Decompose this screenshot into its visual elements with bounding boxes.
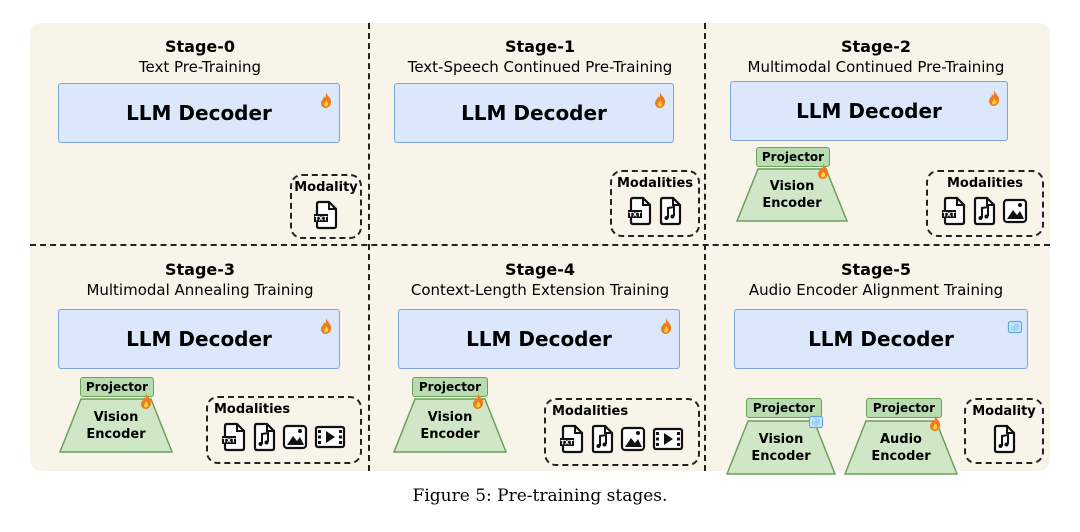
audio-file-icon <box>658 196 682 226</box>
stage-2-llm-decoder: LLM Decoder <box>730 81 1008 141</box>
image-file-icon <box>282 422 308 452</box>
stage-3-cell: Stage-3 Multimodal Annealing Training LL… <box>30 246 370 470</box>
stage-0-llm-decoder: LLM Decoder <box>58 83 340 143</box>
divider-horizontal <box>30 244 1050 246</box>
stage-2-modality-box: Modalities TXT <box>926 170 1044 237</box>
fire-icon <box>653 90 667 108</box>
stage-5-llm-decoder: LLM Decoder <box>734 309 1028 369</box>
txt-badge: TXT <box>943 212 957 219</box>
stage-4-projector: Projector <box>412 377 488 397</box>
ice-icon <box>808 414 824 432</box>
fire-icon <box>659 316 673 334</box>
modality-label: Modality <box>294 180 358 195</box>
divider-vertical-1 <box>368 23 370 471</box>
txt-file-icon: TXT <box>628 196 652 226</box>
video-file-icon <box>314 422 346 452</box>
stage-1-title: Stage-1 <box>504 37 576 56</box>
stage-5-title: Stage-5 <box>840 260 912 279</box>
stage-2-projector: Projector <box>756 147 830 167</box>
stage-2-vision-encoder: Vision Encoder <box>736 163 848 222</box>
stage-3-title: Stage-3 <box>164 260 236 279</box>
modality-label: Modalities <box>946 176 1024 191</box>
audio-file-icon <box>252 422 276 452</box>
stage-3-projector: Projector <box>80 377 154 397</box>
vision-encoder-label: Vision Encoder <box>86 409 146 442</box>
stage-4-title: Stage-4 <box>504 260 576 279</box>
fire-icon <box>987 88 1001 106</box>
stage-5-modality-box: Modality <box>964 398 1044 464</box>
stage-2-title: Stage-2 <box>840 37 912 56</box>
llm-decoder-label: LLM Decoder <box>126 101 272 125</box>
fire-icon <box>319 316 333 334</box>
pretraining-stages-panel: Stage-0 Text Pre-Training LLM Decoder Mo… <box>30 23 1050 475</box>
audio-encoder-label: Audio Encoder <box>871 431 931 464</box>
stage-1-modality-box: Modalities TXT <box>610 170 700 237</box>
stage-5-audio-encoder: Audio Encoder <box>844 415 958 475</box>
stage-2-cell: Stage-2 Multimodal Continued Pre-Trainin… <box>706 23 1046 247</box>
vision-encoder-label: Vision Encoder <box>762 179 822 211</box>
vision-encoder-label: Vision Encoder <box>751 431 811 464</box>
modality-label: Modalities <box>214 402 291 417</box>
llm-decoder-label: LLM Decoder <box>461 101 607 125</box>
stage-0-description: Text Pre-Training <box>138 58 262 76</box>
stage-4-description: Context-Length Extension Training <box>410 281 670 299</box>
stage-4-llm-decoder: LLM Decoder <box>398 309 680 369</box>
fire-icon <box>928 414 942 432</box>
stage-3-llm-decoder: LLM Decoder <box>58 309 340 369</box>
llm-decoder-label: LLM Decoder <box>808 327 954 351</box>
stage-4-modality-box: Modalities TXT <box>544 398 700 466</box>
stage-1-description: Text-Speech Continued Pre-Training <box>407 58 673 76</box>
audio-file-icon <box>992 424 1016 454</box>
stage-3-description: Multimodal Annealing Training <box>86 281 314 299</box>
stage-3-modality-box: Modalities TXT <box>206 396 362 464</box>
stage-5-vision-encoder: Vision Encoder <box>726 415 836 475</box>
llm-decoder-label: LLM Decoder <box>466 327 612 351</box>
ice-icon <box>1007 316 1023 334</box>
txt-file-icon: TXT <box>222 422 246 452</box>
modality-label: Modalities <box>552 404 629 419</box>
fire-icon <box>319 90 333 108</box>
stage-0-modality-box: Modality TXT <box>290 174 362 239</box>
stage-1-cell: Stage-1 Text-Speech Continued Pre-Traini… <box>370 23 710 247</box>
modality-label: Modality <box>972 404 1036 419</box>
stage-5-audio-projector: Projector <box>866 398 942 418</box>
fire-icon <box>816 162 830 180</box>
llm-decoder-label: LLM Decoder <box>126 327 272 351</box>
stage-5-vision-projector: Projector <box>746 398 822 418</box>
txt-badge: TXT <box>561 440 575 447</box>
audio-file-icon <box>972 196 996 226</box>
divider-vertical-2 <box>704 23 706 471</box>
txt-badge: TXT <box>629 212 643 219</box>
stage-2-description: Multimodal Continued Pre-Training <box>747 58 1005 76</box>
vision-encoder-label: Vision Encoder <box>420 409 480 442</box>
stage-0-title: Stage-0 <box>164 37 236 56</box>
fire-icon <box>139 392 153 410</box>
txt-file-icon: TXT <box>942 196 966 226</box>
image-file-icon <box>620 424 646 454</box>
video-file-icon <box>652 424 684 454</box>
stage-5-description: Audio Encoder Alignment Training <box>748 281 1004 299</box>
modality-label: Modalities <box>616 176 694 191</box>
figure-caption: Figure 5: Pre-training stages. <box>412 486 668 506</box>
txt-file-icon: TXT <box>560 424 584 454</box>
fire-icon <box>471 392 485 410</box>
stage-5-cell: Stage-5 Audio Encoder Alignment Training… <box>706 246 1046 475</box>
stage-4-vision-encoder: Vision Encoder <box>393 393 507 453</box>
llm-decoder-label: LLM Decoder <box>796 99 942 123</box>
image-file-icon <box>1002 196 1028 226</box>
stage-3-vision-encoder: Vision Encoder <box>59 393 173 453</box>
stage-4-cell: Stage-4 Context-Length Extension Trainin… <box>370 246 710 470</box>
txt-badge: TXT <box>315 216 329 223</box>
stage-0-cell: Stage-0 Text Pre-Training LLM Decoder Mo… <box>30 23 370 247</box>
txt-badge: TXT <box>223 438 237 445</box>
audio-file-icon <box>590 424 614 454</box>
txt-file-icon: TXT <box>314 200 338 230</box>
stage-1-llm-decoder: LLM Decoder <box>394 83 674 143</box>
